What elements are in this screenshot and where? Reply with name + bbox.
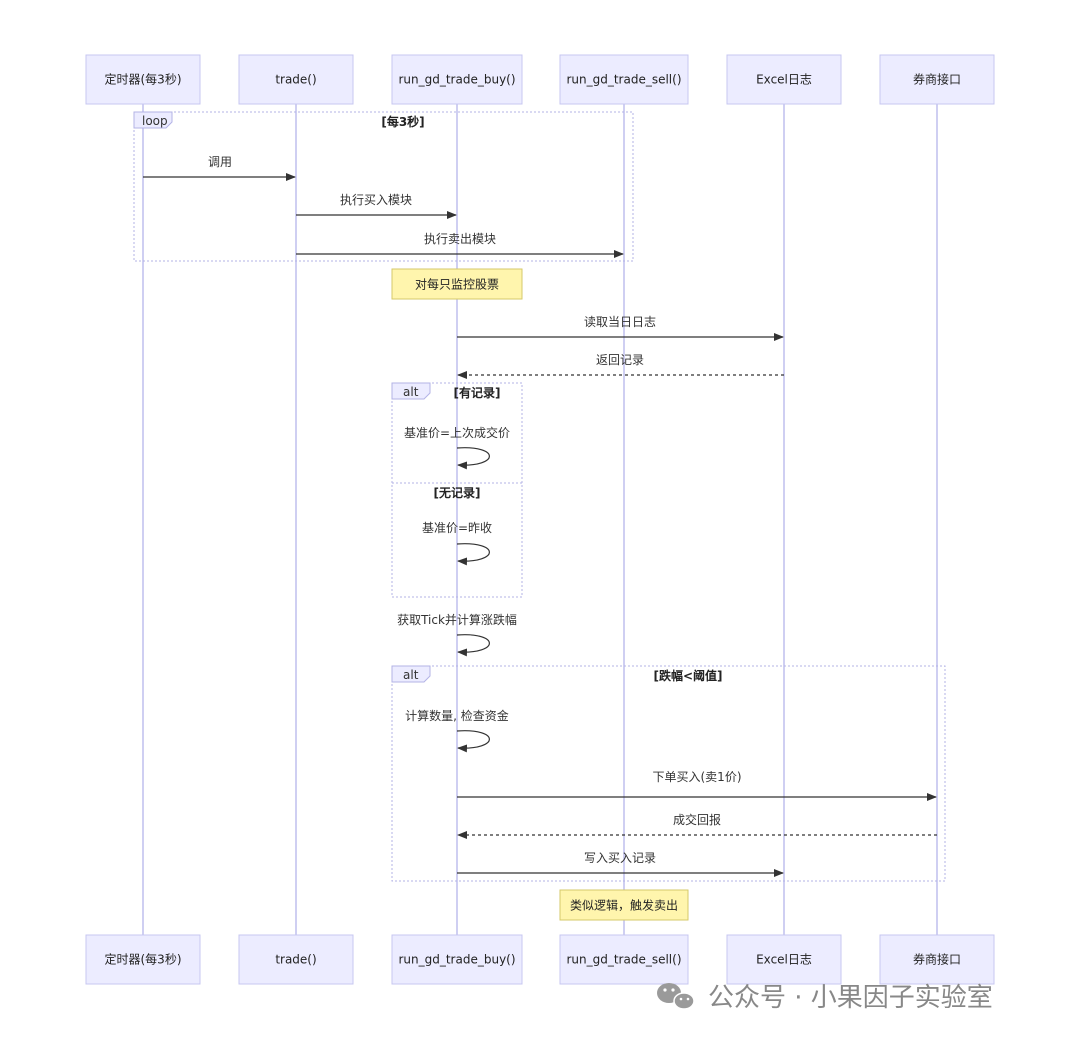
actors-bottom: 定时器(每3秒) trade() run_gd_trade_buy() run_…: [85, 934, 995, 985]
watermark: 公众号 · 小果因子实验室: [657, 983, 993, 1013]
actor-label: 券商接口: [913, 72, 961, 87]
message-label: 读取当日日志: [584, 315, 656, 329]
messages: 调用 执行买入模块 执行卖出模块 读取当日日志 返回记录 基准价=上次成交价 基…: [143, 155, 937, 877]
message-label: 成交回报: [673, 812, 721, 827]
message-label: 下单买入(卖1价): [653, 770, 742, 784]
message: 读取当日日志: [457, 315, 784, 341]
actor-label: run_gd_trade_buy(): [398, 73, 515, 87]
actor-excel-top: Excel日志: [726, 54, 842, 105]
message-label: 计算数量, 检查资金: [405, 708, 509, 723]
message: 成交回报: [457, 812, 937, 839]
lifelines: [142, 104, 938, 935]
actor-buy-top: run_gd_trade_buy(): [391, 54, 523, 105]
alt-frame-record: alt [有记录] [无记录]: [391, 382, 523, 598]
actor-label: trade(): [275, 953, 316, 967]
note-similar-sell: 类似逻辑，触发卖出: [559, 889, 689, 921]
self-message: 基准价=昨收: [422, 521, 492, 566]
self-message-arrow: [456, 730, 490, 753]
actor-trade-bottom: trade(): [238, 934, 354, 985]
message-label: 返回记录: [596, 353, 644, 367]
actor-broker-top: 券商接口: [879, 54, 995, 105]
message-label: 获取Tick并计算涨跌幅: [397, 612, 517, 627]
message: 执行卖出模块: [296, 232, 624, 258]
frame-condition: [跌幅<阈值]: [653, 668, 722, 683]
actor-broker-bottom: 券商接口: [879, 934, 995, 985]
self-message: 基准价=上次成交价: [404, 425, 510, 470]
actor-timer-bottom: 定时器(每3秒): [85, 934, 201, 985]
message-label: 写入买入记录: [584, 851, 656, 865]
actor-label: run_gd_trade_buy(): [398, 953, 515, 967]
actor-trade-top: trade(): [238, 54, 354, 105]
frame-else-condition: [无记录]: [434, 486, 481, 500]
message-label: 执行卖出模块: [424, 232, 496, 246]
watermark-text: 公众号 · 小果因子实验室: [708, 983, 993, 1013]
self-message: 计算数量, 检查资金: [405, 708, 509, 753]
wechat-icon: [657, 983, 695, 1010]
actor-buy-bottom: run_gd_trade_buy(): [391, 934, 523, 985]
frame-kind-label: alt: [403, 668, 419, 682]
frame-condition: [每3秒]: [381, 114, 424, 129]
alt-frame-threshold: alt [跌幅<阈值]: [391, 665, 946, 882]
note-each-stock: 对每只监控股票: [391, 268, 523, 300]
actor-timer-top: 定时器(每3秒): [85, 54, 201, 105]
frame-kind-label: alt: [403, 385, 419, 399]
self-message: 获取Tick并计算涨跌幅: [397, 612, 517, 657]
actors-top: 定时器(每3秒) trade() run_gd_trade_buy() run_…: [85, 54, 995, 105]
actor-label: run_gd_trade_sell(): [566, 953, 681, 967]
self-message-arrow: [456, 447, 490, 470]
message-label: 基准价=上次成交价: [404, 425, 510, 440]
message-label: 基准价=昨收: [422, 521, 492, 535]
message: 下单买入(卖1价): [457, 770, 937, 801]
frame-kind-label: loop: [142, 114, 168, 128]
self-message-arrow: [456, 634, 490, 657]
message-label: 调用: [208, 155, 232, 169]
actor-label: 定时器(每3秒): [105, 952, 182, 967]
loop-frame: loop [每3秒]: [133, 111, 634, 262]
actor-label: 定时器(每3秒): [105, 72, 182, 87]
actor-label: Excel日志: [756, 953, 812, 967]
message: 调用: [143, 155, 296, 181]
actor-label: Excel日志: [756, 73, 812, 87]
self-message-arrow: [456, 543, 490, 566]
actor-label: 券商接口: [913, 952, 961, 967]
message: 返回记录: [457, 353, 784, 379]
actor-sell-bottom: run_gd_trade_sell(): [559, 934, 689, 985]
note-text: 对每只监控股票: [415, 277, 499, 292]
message: 写入买入记录: [457, 851, 784, 877]
frame-condition: [有记录]: [454, 385, 501, 400]
note-text: 类似逻辑，触发卖出: [570, 898, 678, 913]
message: 执行买入模块: [296, 193, 457, 219]
actor-excel-bottom: Excel日志: [726, 934, 842, 985]
message-label: 执行买入模块: [340, 193, 412, 207]
actor-label: trade(): [275, 73, 316, 87]
actor-sell-top: run_gd_trade_sell(): [559, 54, 689, 105]
actor-label: run_gd_trade_sell(): [566, 73, 681, 87]
